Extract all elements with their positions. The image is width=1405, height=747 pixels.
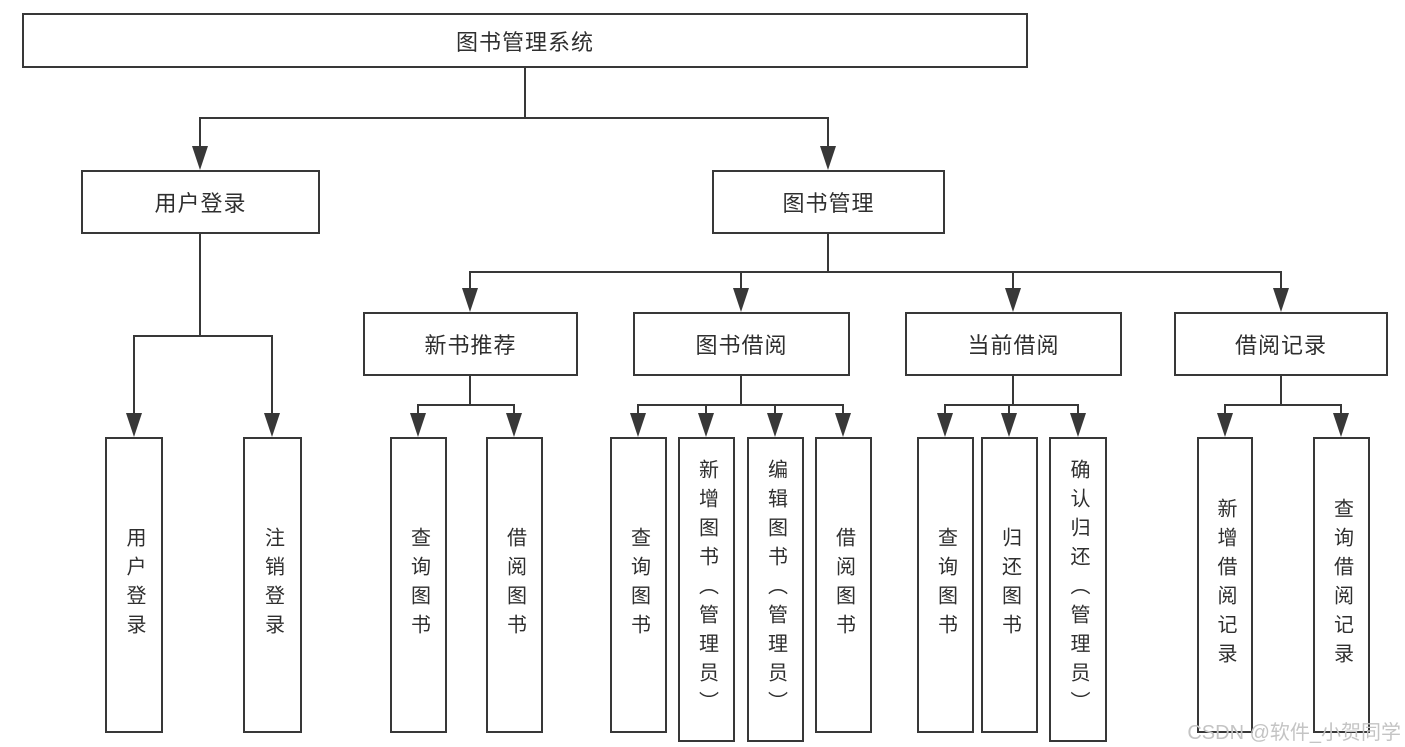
connector-root-stub	[524, 67, 526, 118]
leaf-query-book-recommend-label: 查询图书	[407, 527, 430, 643]
connector-stem	[199, 117, 201, 148]
node-user-login: 用户登录	[81, 170, 320, 234]
leaf-add-book-admin-label: 新增图书（管理员）	[695, 459, 718, 720]
leaf-edit-book-admin-label: 编辑图书（管理员）	[764, 459, 787, 720]
connector-stem	[842, 404, 844, 415]
leaf-add-borrow-record: 新增借阅记录	[1197, 437, 1253, 733]
arrow-down	[1333, 413, 1349, 437]
connector-stem	[705, 404, 707, 415]
connector-stem	[944, 404, 946, 415]
arrow-down	[1070, 413, 1086, 437]
connector-section-stub	[469, 375, 471, 406]
leaf-add-borrow-record-label: 新增借阅记录	[1214, 498, 1236, 672]
connector-stem	[271, 335, 273, 414]
arrow-down	[462, 288, 478, 312]
leaf-query-book-borrow: 查询图书	[610, 437, 667, 733]
connector-group-bar	[417, 404, 515, 406]
arrow-down	[835, 413, 851, 437]
leaf-query-borrow-record: 查询借阅记录	[1313, 437, 1370, 733]
connector-section-stub	[1012, 375, 1014, 406]
leaf-return-book: 归还图书	[981, 437, 1038, 733]
connector-stem	[1224, 404, 1226, 415]
arrow-down	[1217, 413, 1233, 437]
leaf-logout: 注销登录	[243, 437, 302, 733]
node-book-borrow: 图书借阅	[633, 312, 850, 376]
node-book-borrow-label: 图书借阅	[695, 333, 788, 358]
arrow-down	[733, 288, 749, 312]
arrow-down	[1273, 288, 1289, 312]
node-current-borrow-label: 当前借阅	[967, 333, 1060, 358]
node-borrow-record-label: 借阅记录	[1234, 333, 1327, 358]
connector-mgmt-stub	[827, 233, 829, 273]
leaf-user-login: 用户登录	[105, 437, 163, 733]
leaf-confirm-return-admin-label: 确认归还（管理员）	[1067, 459, 1089, 720]
connector-stem	[1280, 271, 1282, 289]
connector-section-stub	[740, 375, 742, 406]
node-new-book-recommend-label: 新书推荐	[424, 333, 517, 358]
leaf-borrow-book-recommend: 借阅图书	[486, 437, 543, 733]
arrow-down	[1005, 288, 1021, 312]
connector-stem	[827, 117, 829, 148]
leaf-user-login-label: 用户登录	[123, 527, 145, 643]
leaf-query-book-current: 查询图书	[917, 437, 974, 733]
connector-group-bar	[944, 404, 1079, 406]
leaf-query-book-borrow-label: 查询图书	[627, 527, 650, 643]
leaf-return-book-label: 归还图书	[998, 527, 1021, 643]
leaf-borrow-book-recommend-label: 借阅图书	[503, 527, 526, 643]
node-new-book-recommend: 新书推荐	[363, 312, 578, 376]
arrow-down	[126, 413, 142, 437]
leaf-borrow-book-borrow: 借阅图书	[815, 437, 872, 733]
arrow-down	[820, 146, 836, 170]
connector-login-stub	[199, 233, 201, 336]
connector-level3-bar	[469, 271, 1282, 273]
node-book-management-label: 图书管理	[782, 191, 875, 216]
connector-group-bar	[1224, 404, 1342, 406]
leaf-logout-label: 注销登录	[261, 527, 284, 643]
connector-stem	[1340, 404, 1342, 415]
arrow-down	[698, 413, 714, 437]
node-book-management: 图书管理	[712, 170, 945, 234]
arrow-down	[192, 146, 208, 170]
connector-group-bar	[637, 404, 844, 406]
leaf-query-book-current-label: 查询图书	[934, 527, 957, 643]
connector-stem	[1077, 404, 1079, 415]
node-root-label: 图书管理系统	[455, 29, 594, 55]
node-current-borrow: 当前借阅	[905, 312, 1122, 376]
connector-stem	[740, 271, 742, 289]
connector-stem	[513, 404, 515, 415]
leaf-add-book-admin: 新增图书（管理员）	[678, 437, 735, 742]
connector-stem	[774, 404, 776, 415]
leaf-confirm-return-admin: 确认归还（管理员）	[1049, 437, 1107, 742]
connector-stem	[1008, 404, 1010, 415]
csdn-watermark: CSDN @软件_小贺同学	[1187, 722, 1401, 744]
arrow-down	[630, 413, 646, 437]
connector-section-stub	[1280, 375, 1282, 406]
leaf-borrow-book-borrow-label: 借阅图书	[832, 527, 855, 643]
arrow-down	[767, 413, 783, 437]
node-user-login-label: 用户登录	[154, 191, 247, 216]
leaf-query-book-recommend: 查询图书	[390, 437, 447, 733]
node-root: 图书管理系统	[22, 13, 1028, 68]
arrow-down	[264, 413, 280, 437]
connector-stem	[417, 404, 419, 415]
arrow-down	[937, 413, 953, 437]
connector-stem	[469, 271, 471, 289]
connector-level2-bar	[199, 117, 829, 119]
arrow-down	[1001, 413, 1017, 437]
node-borrow-record: 借阅记录	[1174, 312, 1388, 376]
connector-stem	[133, 335, 135, 414]
arrow-down	[410, 413, 426, 437]
connector-stem	[637, 404, 639, 415]
arrow-down	[506, 413, 522, 437]
connector-stem	[1012, 271, 1014, 289]
leaf-edit-book-admin: 编辑图书（管理员）	[747, 437, 804, 742]
leaf-query-borrow-record-label: 查询借阅记录	[1330, 498, 1353, 672]
connector-login-bar	[133, 335, 273, 337]
